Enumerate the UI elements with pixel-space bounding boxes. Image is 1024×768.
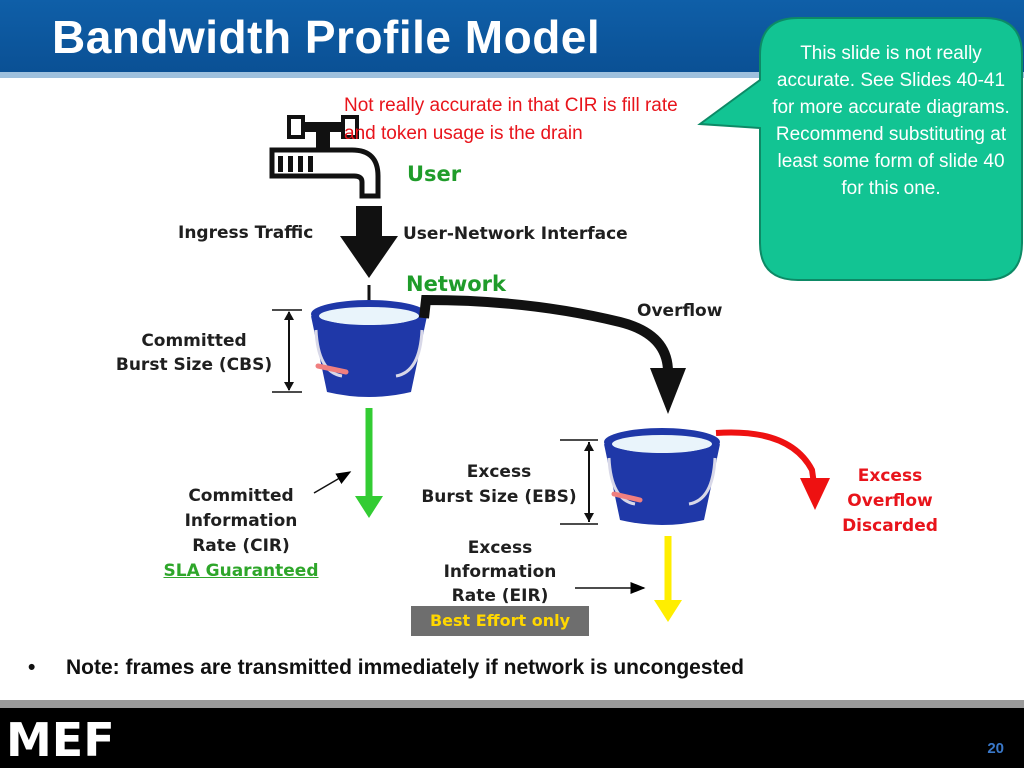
discard-flow-line [715,429,817,485]
excess-bucket [604,428,720,525]
callout-bubble [697,17,1023,281]
ebs-label-line1: Excess [466,462,532,482]
cbs-label-line1: Committed [141,331,247,351]
cir-pointer [313,471,352,494]
note-text: Note: frames are transmitted immediately… [66,656,745,679]
discard-flow-arrowhead [800,478,830,510]
committed-bucket [311,300,427,397]
title-stripe [0,72,1024,78]
uni-label: User-Network Interface [403,224,628,244]
discard-label: Excess Overflow Discarded [830,464,950,539]
ebs-label: Excess Burst Size (EBS) [408,460,590,510]
eir-label: Excess Information Rate (EIR) [410,536,590,608]
footer-divider [0,700,1024,708]
network-label: Network [406,272,507,296]
discard-label-line3: Discarded [842,516,938,536]
mef-logo: MEF [6,716,115,760]
cir-label-line3: Rate (CIR) [192,536,290,556]
ebs-label-line2: Burst Size (EBS) [421,487,577,507]
sla-label: SLA Guaranteed [163,561,319,581]
discard-label-line2: Overflow [847,491,933,511]
committed-flow-arrowhead [355,496,383,518]
ebs-measure [560,439,598,525]
cbs-label: Committed Burst Size (CBS) [104,329,284,377]
slide-title: Bandwidth Profile Model [52,11,601,63]
overflow-label: Overflow [637,301,723,321]
page-number: 20 [987,740,1004,757]
footer-bar [0,708,1024,768]
discard-label-line1: Excess [857,466,923,486]
cir-label-line1: Committed [188,486,294,506]
cbs-measure [272,309,302,393]
overflow-arrowhead [650,368,686,414]
eir-label-line1: Excess [467,538,533,558]
cir-label-line2: Information [184,511,298,531]
excess-flow-arrowhead [654,600,682,622]
logo-text: MEF [6,716,115,760]
faucet-icon [269,115,381,199]
note-bullet: • [28,656,36,679]
cir-label: Committed Information Rate (CIR) SLA Gua… [150,484,332,584]
callout-text: This slide is not really accurate. See S… [772,43,1010,199]
ingress-arrow [340,206,398,278]
eir-label-line3: Rate (EIR) [451,586,549,606]
user-label: User [407,162,462,186]
cbs-label-line2: Burst Size (CBS) [115,355,273,375]
accuracy-warning: Not really accurate in that CIR is fill … [344,95,678,144]
overflow-pipe [419,294,673,373]
eir-label-line2: Information [443,562,557,582]
ingress-label: Ingress Traffic [178,223,314,243]
note-line: • Note: frames are transmitted immediatel… [28,656,744,680]
best-effort-badge: Best Effort only [411,606,589,636]
